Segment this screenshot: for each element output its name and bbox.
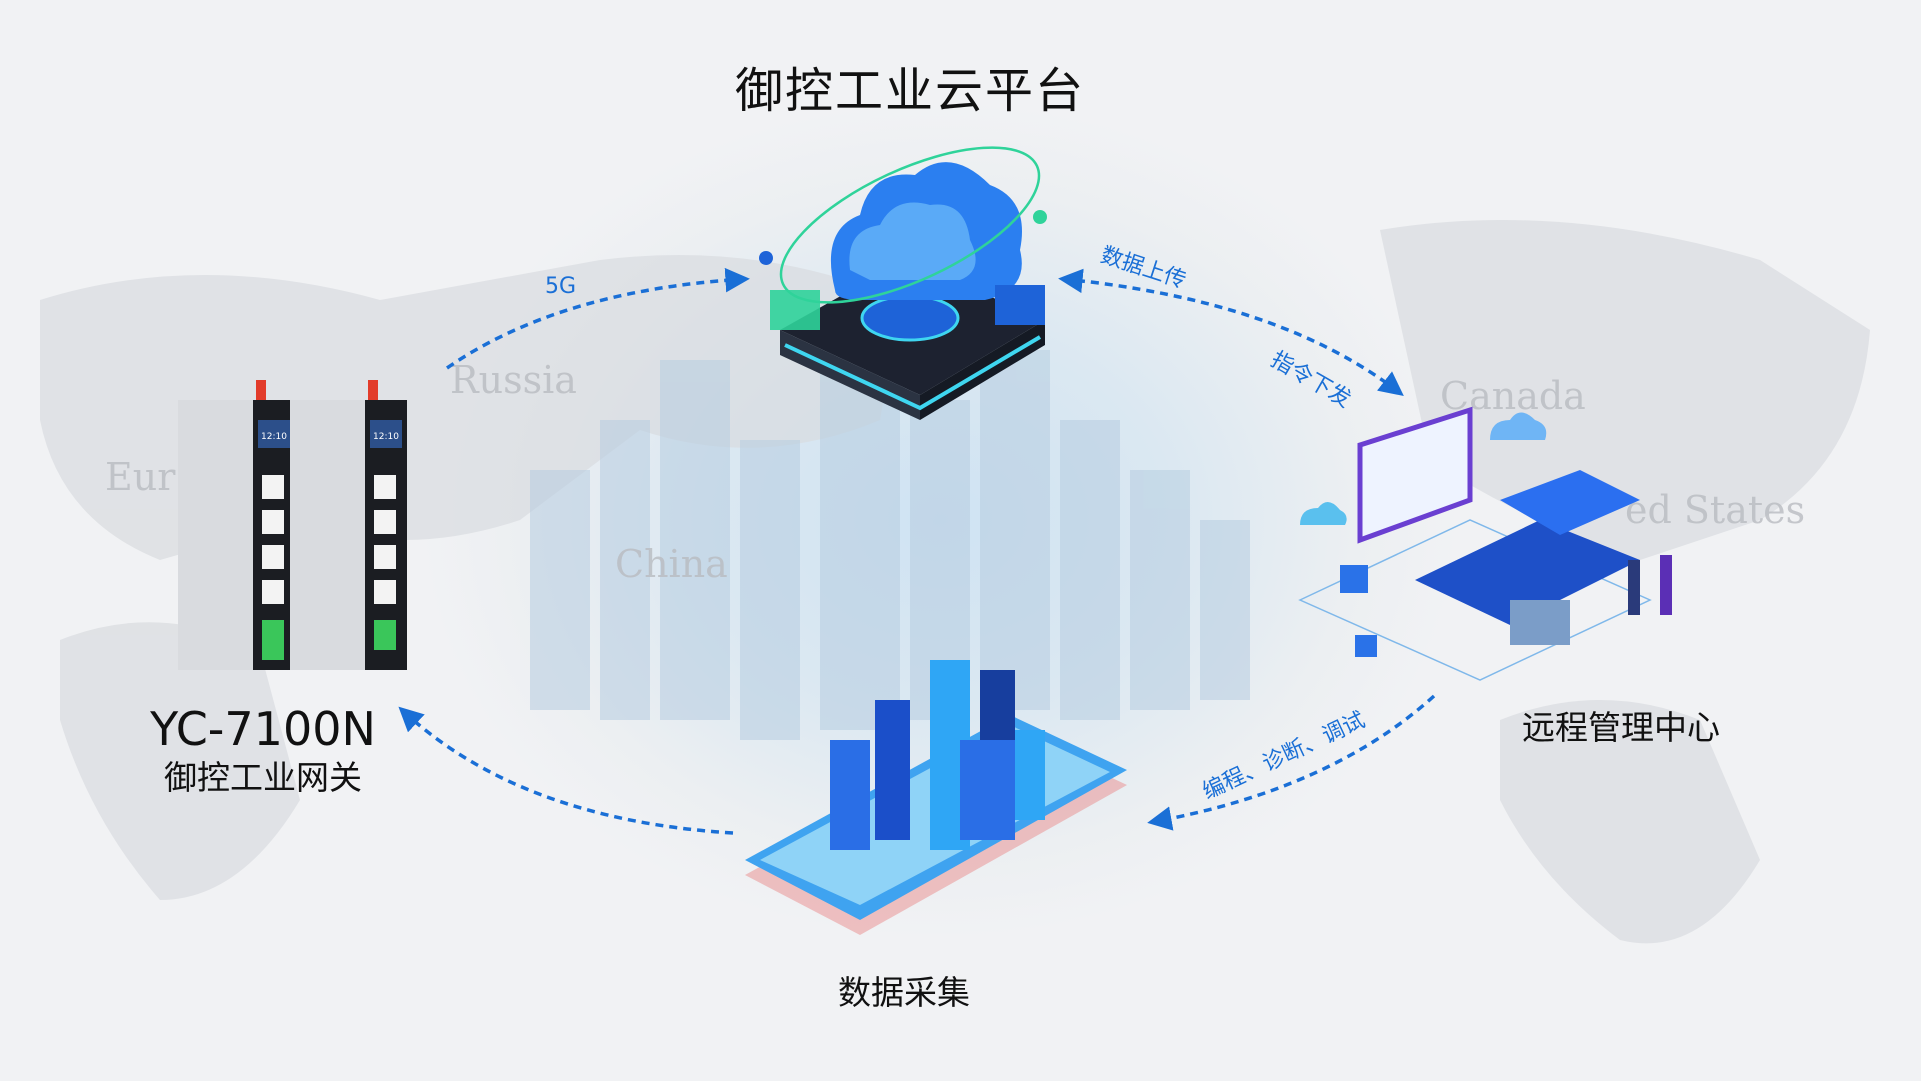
gateway-model: YC-7100N [150,702,376,756]
arrow-remote-to-collection [1147,694,1436,831]
gateway-name: 御控工业网关 [164,758,362,797]
device-screen-time: 12:10 [261,432,287,442]
page-title: 御控工业云平台 [734,63,1086,119]
map-label-russia: Russia [450,358,577,402]
map-label-united-states: ed States [1625,488,1806,532]
arrow-cloud-remote [1058,268,1404,397]
map-label-europe: Eur [105,455,176,499]
device-screen-time-2: 12:10 [373,432,399,442]
gateway-devices [178,380,407,670]
link-label-5g: 5G [545,274,577,299]
gateway-device-graphic: 12:10 12:10 [178,380,438,680]
map-label-china: China [615,542,728,586]
remote-center-label: 远程管理中心 [1522,708,1720,747]
arrow-gateway-to-cloud [446,267,750,370]
data-collection-label: 数据采集 [838,973,970,1012]
city-skyline [530,330,1250,740]
